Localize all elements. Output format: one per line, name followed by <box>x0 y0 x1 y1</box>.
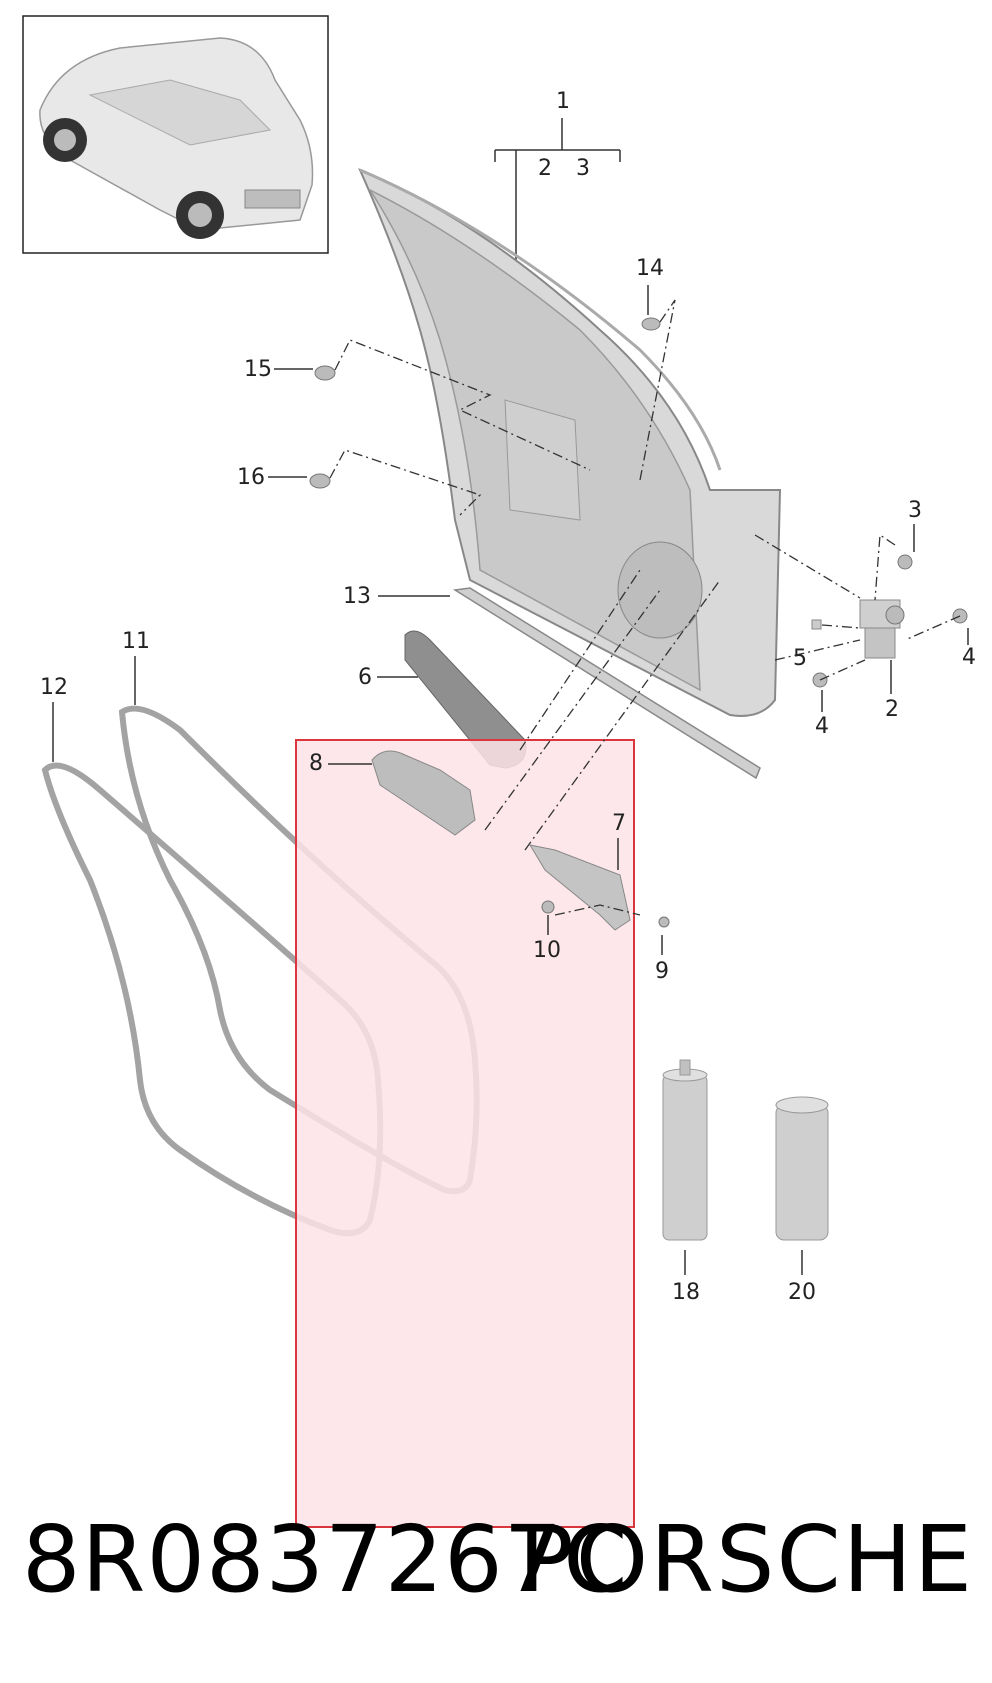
callout-20: 20 <box>788 1280 816 1305</box>
callout-3-top: 3 <box>576 156 590 181</box>
callout-14: 14 <box>636 256 664 281</box>
brand-name: PORSCHE <box>518 1506 974 1613</box>
callout-12: 12 <box>40 675 68 700</box>
callout-5: 5 <box>793 646 807 671</box>
part-number: 8R0837267C <box>22 1506 629 1613</box>
plug-14-icon <box>641 317 661 331</box>
bolt-10-icon <box>541 900 555 914</box>
door-frame-icon <box>358 168 782 717</box>
highlight-region <box>295 739 635 1528</box>
callout-15: 15 <box>244 357 272 382</box>
callout-2-bottom: 2 <box>885 697 899 722</box>
part-8-icon <box>371 750 476 836</box>
callout-1: 1 <box>556 89 570 114</box>
callout-10: 10 <box>533 938 561 963</box>
bolt-9-icon <box>658 916 670 928</box>
callout-18: 18 <box>672 1280 700 1305</box>
callout-8: 8 <box>309 751 323 776</box>
callout-16: 16 <box>237 465 265 490</box>
sill-strip-icon <box>452 587 761 780</box>
callout-2-top: 2 <box>538 156 552 181</box>
callout-13: 13 <box>343 584 371 609</box>
hinge-icon <box>811 554 968 688</box>
plug-15-icon <box>314 365 336 381</box>
callout-3-right: 3 <box>908 498 922 523</box>
car-thumbnail-icon <box>39 37 314 239</box>
callout-4-right: 4 <box>962 645 976 670</box>
cartridge-icon <box>662 1059 829 1241</box>
callout-11: 11 <box>122 629 150 654</box>
callout-7: 7 <box>612 811 626 836</box>
callout-6: 6 <box>358 665 372 690</box>
footer: 8R0837267C PORSCHE <box>0 1505 992 1615</box>
check-strap-icon <box>528 844 631 931</box>
callout-4-bottom: 4 <box>815 714 829 739</box>
callout-1-bracket <box>494 118 621 280</box>
plug-16-icon <box>309 473 331 489</box>
callout-9: 9 <box>655 959 669 984</box>
car-thumbnail <box>22 15 329 254</box>
